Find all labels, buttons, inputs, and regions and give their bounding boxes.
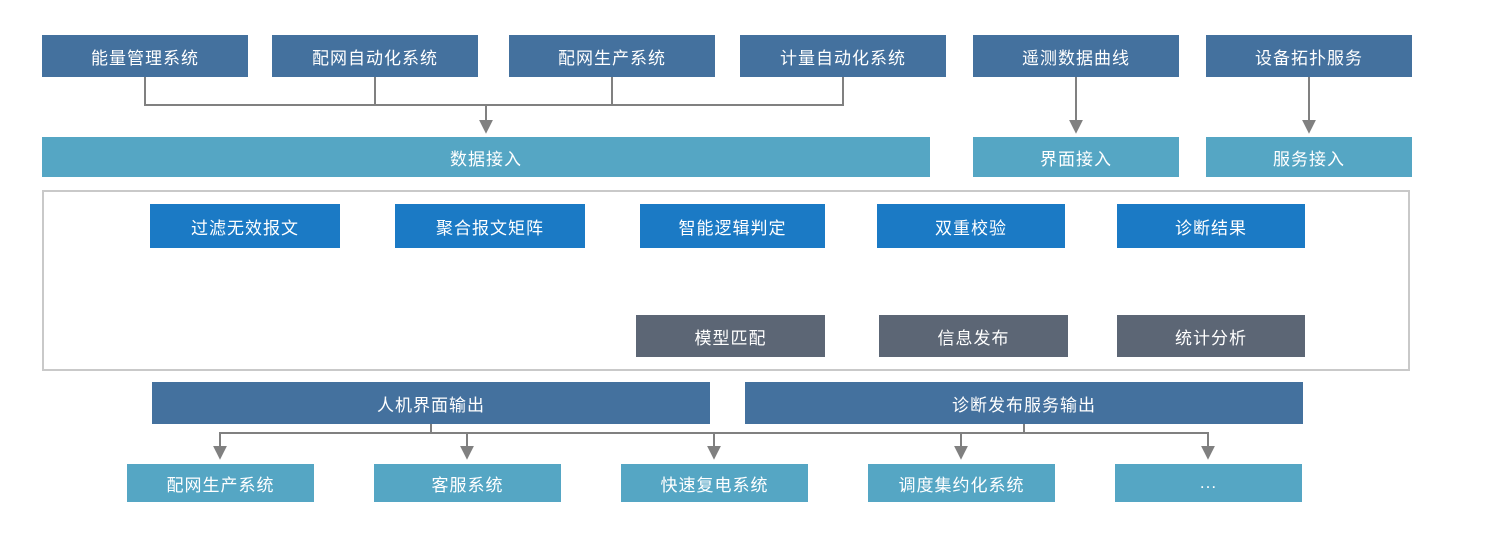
node-target-more: ... — [1115, 464, 1302, 502]
node-statistical-analysis: 统计分析 — [1117, 315, 1305, 357]
node-telemetry-data-curve: 遥测数据曲线 — [973, 35, 1179, 77]
node-distribution-automation-system: 配网自动化系统 — [272, 35, 478, 77]
node-target-fast-power-restoration: 快速复电系统 — [621, 464, 808, 502]
node-device-topology-service: 设备拓扑服务 — [1206, 35, 1412, 77]
node-aggregate-message-matrix: 聚合报文矩阵 — [395, 204, 585, 248]
node-filter-invalid-messages: 过滤无效报文 — [150, 204, 340, 248]
node-target-customer-service: 客服系统 — [374, 464, 561, 502]
node-diagnosis-result: 诊断结果 — [1117, 204, 1305, 248]
node-diagnosis-service-output: 诊断发布服务输出 — [745, 382, 1303, 424]
node-ui-access: 界面接入 — [973, 137, 1179, 177]
node-double-verification: 双重校验 — [877, 204, 1065, 248]
node-service-access: 服务接入 — [1206, 137, 1412, 177]
node-distribution-production-system: 配网生产系统 — [509, 35, 715, 77]
node-data-access: 数据接入 — [42, 137, 930, 177]
node-target-distribution-production: 配网生产系统 — [127, 464, 314, 502]
node-model-matching: 模型匹配 — [636, 315, 825, 357]
connector-sources-to-data-access — [144, 77, 844, 134]
connector-outputs-to-targets — [213, 424, 1215, 460]
node-information-publish: 信息发布 — [879, 315, 1068, 357]
node-target-dispatch-centralization: 调度集约化系统 — [868, 464, 1055, 502]
node-metering-automation-system: 计量自动化系统 — [740, 35, 946, 77]
node-hmi-output: 人机界面输出 — [152, 382, 710, 424]
node-energy-management-system: 能量管理系统 — [42, 35, 248, 77]
node-intelligent-logic-judgment: 智能逻辑判定 — [640, 204, 825, 248]
